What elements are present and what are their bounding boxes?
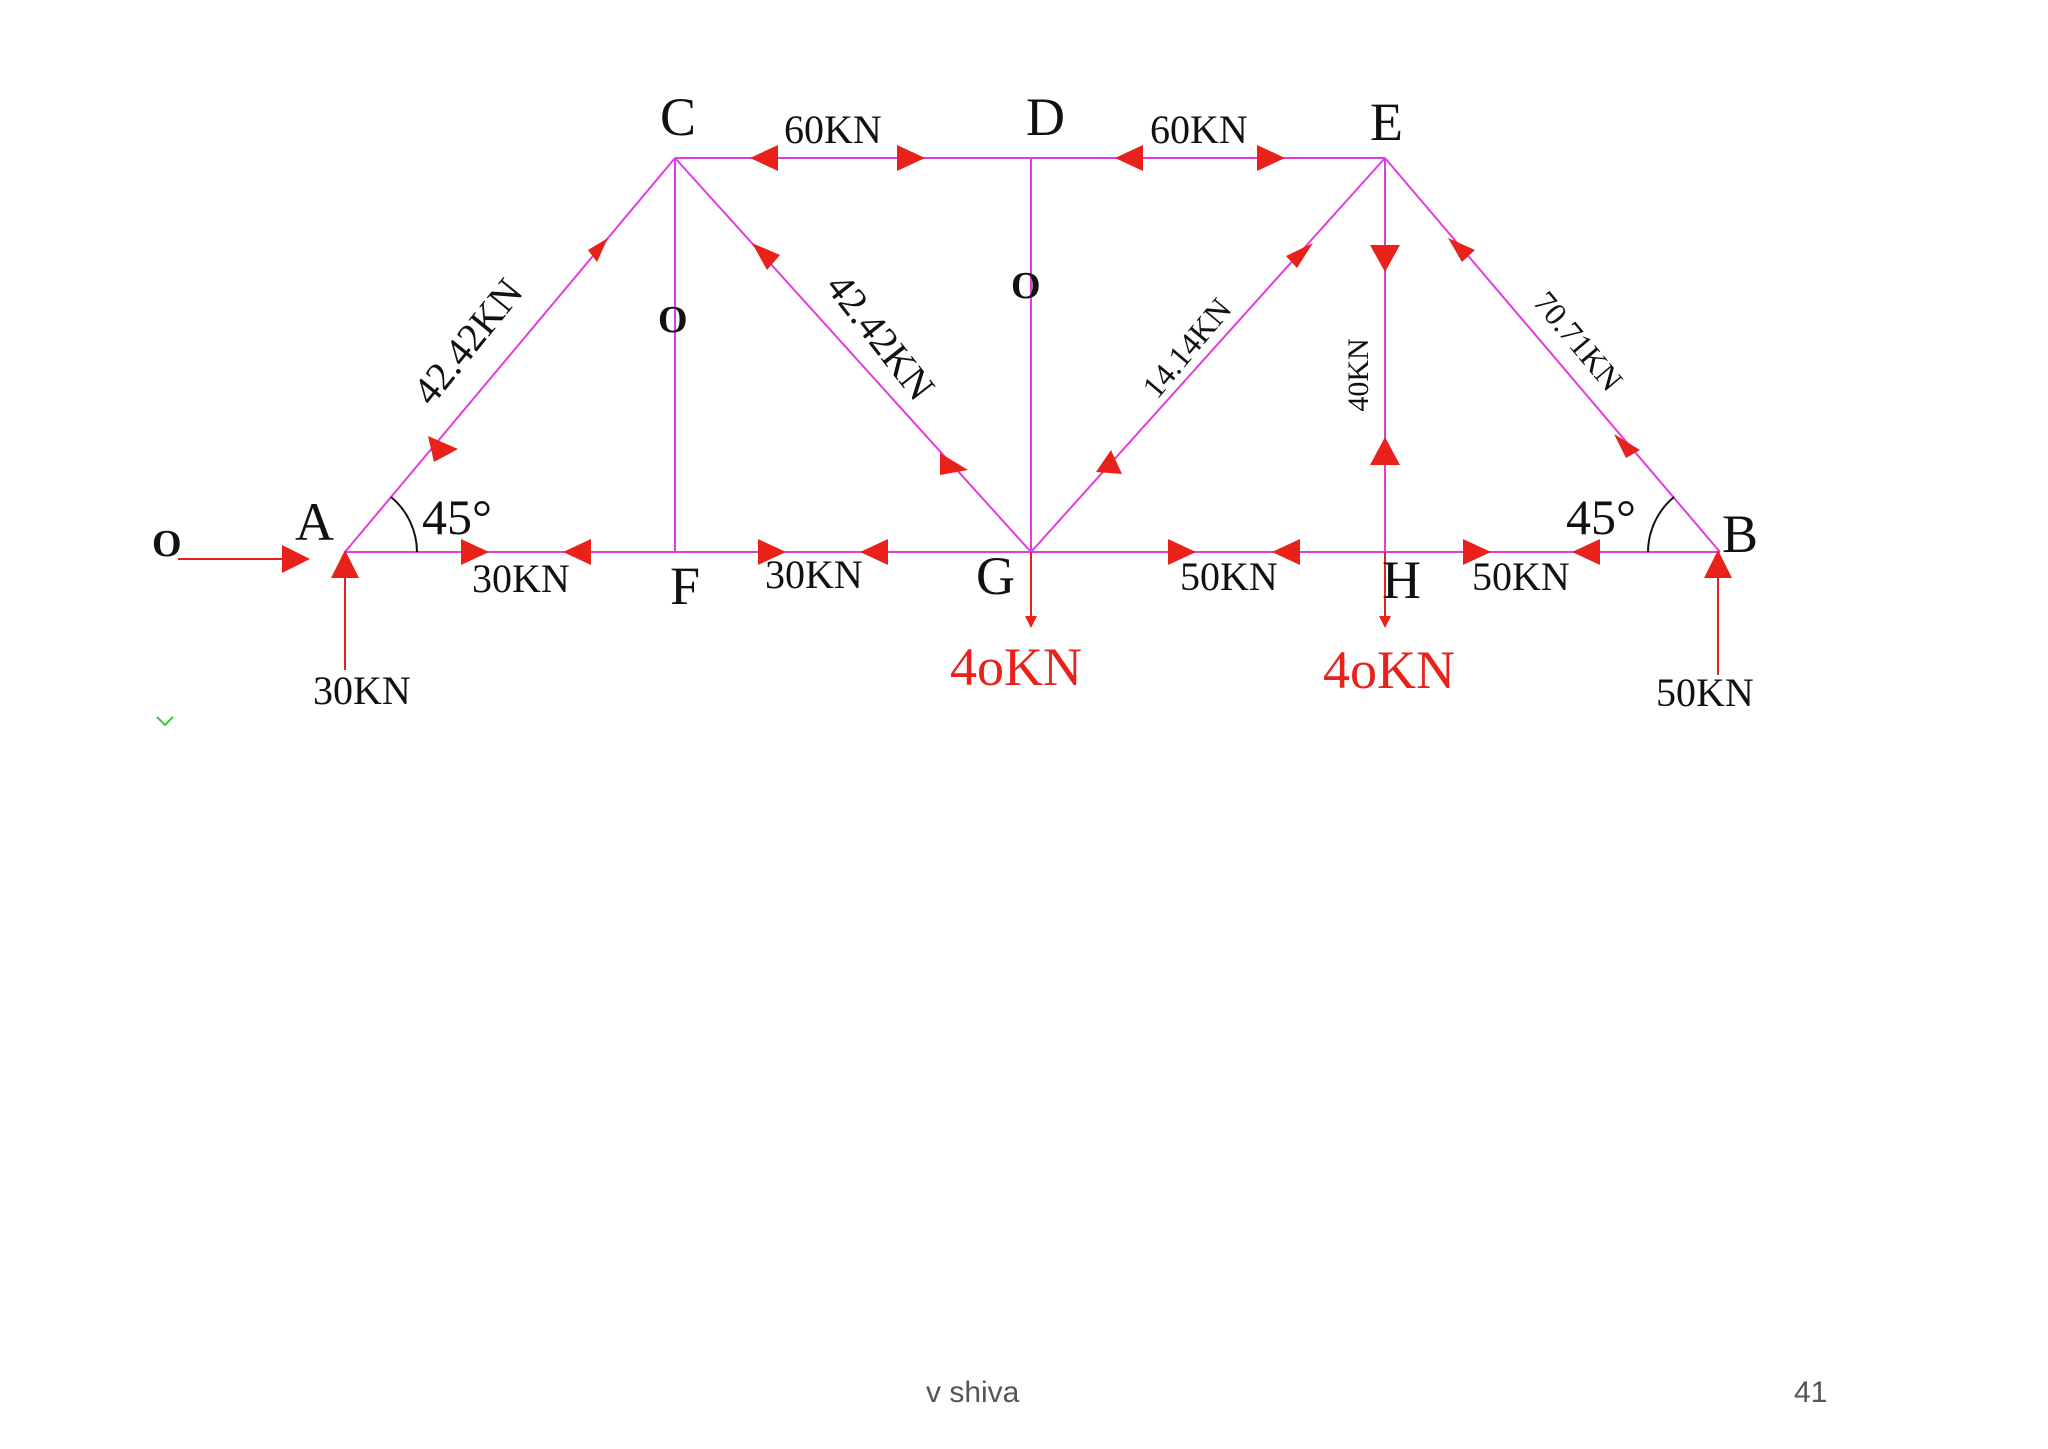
arrow-reaction-a-vertical <box>331 550 359 578</box>
reaction-label-b-vertical: 50KN <box>1656 670 1754 715</box>
angle-label-b: 45° <box>1566 489 1636 545</box>
force-label-cd: 60KN <box>784 107 882 152</box>
angle-arc-b <box>1647 496 1675 553</box>
arrow-eh-upper <box>1370 245 1400 272</box>
arrow-load-h <box>1379 616 1391 628</box>
arrow-cd-left <box>750 145 778 171</box>
member-ac <box>344 157 676 553</box>
arrow-reaction-a-horizontal <box>282 545 310 573</box>
force-label-hb: 50KN <box>1472 554 1570 599</box>
node-label-d: D <box>1026 87 1065 147</box>
arrow-af-right <box>563 539 591 565</box>
arrow-fg-left <box>758 539 786 565</box>
angle-arcs <box>390 496 1675 553</box>
force-label-af: 30KN <box>472 556 570 601</box>
force-label-de: 60KN <box>1150 107 1248 152</box>
force-lines <box>178 552 1719 675</box>
force-label-gh: 50KN <box>1180 554 1278 599</box>
arrow-de-right <box>1257 145 1285 171</box>
footer-author: v shiva <box>926 1376 1020 1409</box>
arrow-eg-lower <box>1096 450 1122 474</box>
cursor-mark <box>156 716 174 727</box>
member-cg <box>674 157 1032 553</box>
arrow-af-left <box>461 539 489 565</box>
member-eb <box>1384 157 1721 553</box>
arrow-gh-right <box>1272 539 1300 565</box>
angle-label-a: 45° <box>422 489 492 545</box>
arrow-cd-right <box>897 145 925 171</box>
truss-members <box>344 157 1721 553</box>
force-label-fg: 30KN <box>765 552 863 597</box>
force-label-ac: 42.42KN <box>404 270 532 413</box>
arrow-gh-left <box>1168 539 1196 565</box>
footer-page-number: 41 <box>1794 1376 1828 1409</box>
node-label-g: G <box>976 546 1015 606</box>
arrow-ac-upper <box>588 238 608 262</box>
arrow-de-left <box>1115 145 1143 171</box>
member-eg <box>1030 157 1386 553</box>
node-label-e: E <box>1370 92 1403 152</box>
node-label-h: H <box>1382 550 1421 610</box>
reaction-label-a-vertical: 30KN <box>313 668 411 713</box>
node-label-b: B <box>1722 504 1758 564</box>
arrow-ac-lower <box>428 436 458 462</box>
arrow-eh-lower <box>1370 437 1400 465</box>
load-label-h: 4oKN <box>1323 640 1455 700</box>
node-label-f: F <box>670 556 700 616</box>
arrow-fg-right <box>860 539 888 565</box>
node-label-a: A <box>295 492 334 552</box>
arrow-cg-upper <box>752 243 780 270</box>
force-label-dg: O <box>1011 265 1041 307</box>
force-label-eb: 70.71KN <box>1527 284 1631 398</box>
arrow-hb-right <box>1572 539 1600 565</box>
arrow-hb-left <box>1463 539 1491 565</box>
arrow-reaction-b-vertical <box>1704 550 1732 578</box>
reaction-label-a-horizontal: O <box>152 523 182 565</box>
load-label-g: 4oKN <box>950 637 1082 697</box>
arrow-cg-lower <box>940 453 968 475</box>
arrow-eb-upper <box>1448 238 1475 262</box>
arrow-heads <box>282 145 1732 628</box>
force-label-eh: 40KN <box>1342 338 1375 411</box>
force-label-eg: 14.14KN <box>1135 291 1239 405</box>
arrow-eg-upper <box>1286 243 1313 268</box>
force-label-cf: O <box>658 299 688 341</box>
node-label-c: C <box>660 87 696 147</box>
arrow-load-g <box>1025 616 1037 628</box>
angle-arc-a <box>390 496 418 553</box>
arrow-eb-lower <box>1614 434 1640 458</box>
